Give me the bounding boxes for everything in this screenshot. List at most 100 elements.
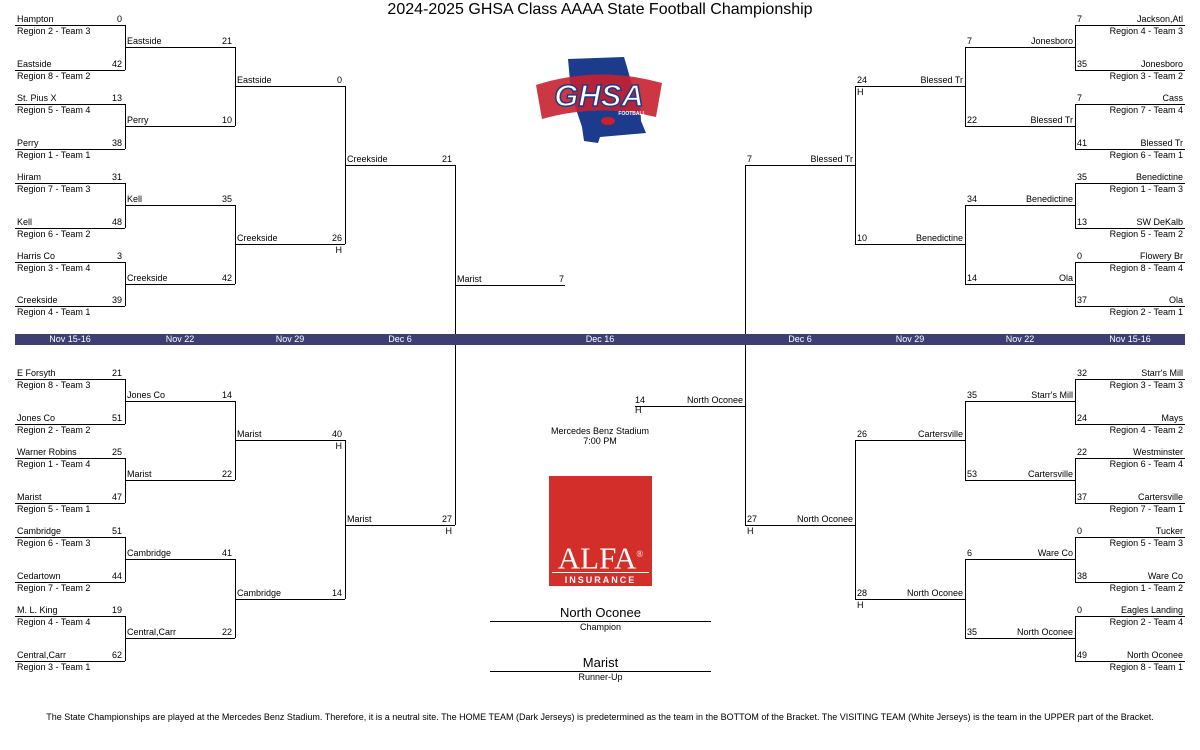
team-name: Tucker xyxy=(1155,526,1183,536)
bracket-line xyxy=(15,149,125,150)
bracket-line xyxy=(745,165,855,166)
team-name: Cambridge xyxy=(17,526,62,536)
registered-mark: ® xyxy=(636,549,644,559)
team-seed: Region 6 - Team 1 xyxy=(1109,150,1183,160)
venue-info: Mercedes Benz Stadium 7:00 PM xyxy=(500,426,700,446)
home-marker: H xyxy=(857,600,864,610)
team-score: 22 xyxy=(1077,447,1088,457)
team-score: 35 xyxy=(1077,172,1088,182)
team-name: Jones Co xyxy=(127,390,166,400)
bracket-line xyxy=(855,86,856,244)
team-name: Creekside xyxy=(127,273,168,283)
team-seed: Region 8 - Team 3 xyxy=(17,380,91,390)
team-score: 10 xyxy=(221,115,232,125)
team-score: 24 xyxy=(857,75,868,85)
bracket-line xyxy=(965,638,1075,639)
venue-name: Mercedes Benz Stadium xyxy=(550,426,650,436)
team-seed: Region 5 - Team 4 xyxy=(17,105,91,115)
team-name: Creekside xyxy=(17,295,58,305)
team-name: Benedictine xyxy=(1135,172,1183,182)
team-seed: Region 7 - Team 4 xyxy=(1109,105,1183,115)
bracket-line xyxy=(1075,616,1185,617)
bracket-line xyxy=(855,244,965,245)
team-score: 14 xyxy=(967,273,978,283)
team-seed: Region 3 - Team 4 xyxy=(17,263,91,273)
team-score: 3 xyxy=(116,251,122,261)
bracket-line xyxy=(1075,183,1076,228)
runner-up-box: Marist Runner-Up xyxy=(490,656,711,682)
bracket-line xyxy=(1075,458,1076,503)
team-seed: Region 1 - Team 3 xyxy=(1109,184,1183,194)
bracket-line xyxy=(235,86,345,87)
team-seed: Region 8 - Team 2 xyxy=(17,71,91,81)
home-marker: H xyxy=(445,526,453,536)
team-name: Jackson,Atl xyxy=(1136,14,1183,24)
team-score: 7 xyxy=(1077,93,1083,103)
football-icon xyxy=(601,117,615,125)
team-name: Blessed Tr xyxy=(810,154,853,164)
ghsa-logo-subtext: FOOTBALL xyxy=(618,111,645,117)
team-score: 21 xyxy=(111,368,122,378)
team-name: Ware Co xyxy=(1037,548,1073,558)
team-seed: Region 6 - Team 4 xyxy=(1109,459,1183,469)
bracket-line xyxy=(965,401,1075,402)
bracket-line xyxy=(1075,228,1185,229)
bracket-line xyxy=(965,47,1075,48)
round-date-label: Dec 6 xyxy=(788,334,812,344)
round-date-label: Nov 15-16 xyxy=(1109,334,1151,344)
bracket-line xyxy=(15,228,125,229)
game-time: 7:00 PM xyxy=(583,436,617,446)
team-name: Eastside xyxy=(237,75,272,85)
team-seed: Region 3 - Team 1 xyxy=(17,662,91,672)
team-score: 7 xyxy=(1077,14,1083,24)
team-score: 10 xyxy=(857,233,868,243)
bracket-line xyxy=(455,285,565,286)
team-seed: Region 8 - Team 1 xyxy=(1109,662,1183,672)
round-date-label: Nov 22 xyxy=(165,334,195,344)
round-date-label: Dec 16 xyxy=(585,334,615,344)
team-score: 35 xyxy=(221,194,232,204)
team-seed: Region 5 - Team 3 xyxy=(1109,538,1183,548)
bracket-line xyxy=(15,25,125,26)
champion-label: Champion xyxy=(579,622,622,632)
team-name: Benedictine xyxy=(1025,194,1073,204)
team-name: Marist xyxy=(347,514,372,524)
team-score: 0 xyxy=(1077,526,1083,536)
team-score: 21 xyxy=(221,36,232,46)
team-name: Ola xyxy=(1058,273,1073,283)
team-score: 41 xyxy=(1077,138,1088,148)
alfa-logo-text: ALFA xyxy=(557,540,637,576)
team-name: North Oconee xyxy=(1016,627,1073,637)
team-seed: Region 4 - Team 2 xyxy=(1109,425,1183,435)
team-name: Blessed Tr xyxy=(920,75,963,85)
bracket-line xyxy=(965,126,1075,127)
team-score: 38 xyxy=(111,138,122,148)
team-name: Marist xyxy=(127,469,152,479)
bracket-line xyxy=(15,537,125,538)
team-seed: Region 4 - Team 4 xyxy=(17,617,91,627)
bracket-line xyxy=(855,440,965,441)
bracket-line xyxy=(15,379,125,380)
bracket-line xyxy=(1075,537,1076,582)
bracket-line xyxy=(125,47,235,48)
bracket-line xyxy=(1075,503,1185,504)
team-score: 49 xyxy=(1077,650,1088,660)
team-score: 40 xyxy=(331,429,342,439)
bracket-line xyxy=(855,440,856,599)
bracket-line xyxy=(15,262,125,263)
page-title: 2024-2025 GHSA Class AAAA State Football… xyxy=(387,1,813,18)
bracket-line xyxy=(965,480,1075,481)
team-name: Perry xyxy=(127,115,149,125)
team-score: 37 xyxy=(1077,295,1088,305)
bracket-line xyxy=(855,86,965,87)
bracket-line xyxy=(15,458,125,459)
team-name: North Oconee xyxy=(906,588,963,598)
bracket-line xyxy=(965,284,1075,285)
bracket-line xyxy=(15,306,125,307)
bracket-line xyxy=(125,205,235,206)
team-name: Eagles Landing xyxy=(1120,605,1183,615)
team-name: Warner Robins xyxy=(17,447,77,457)
bracket-line xyxy=(125,480,235,481)
round-date-label: Nov 22 xyxy=(1005,334,1035,344)
finalist-score: 7 xyxy=(558,274,564,284)
